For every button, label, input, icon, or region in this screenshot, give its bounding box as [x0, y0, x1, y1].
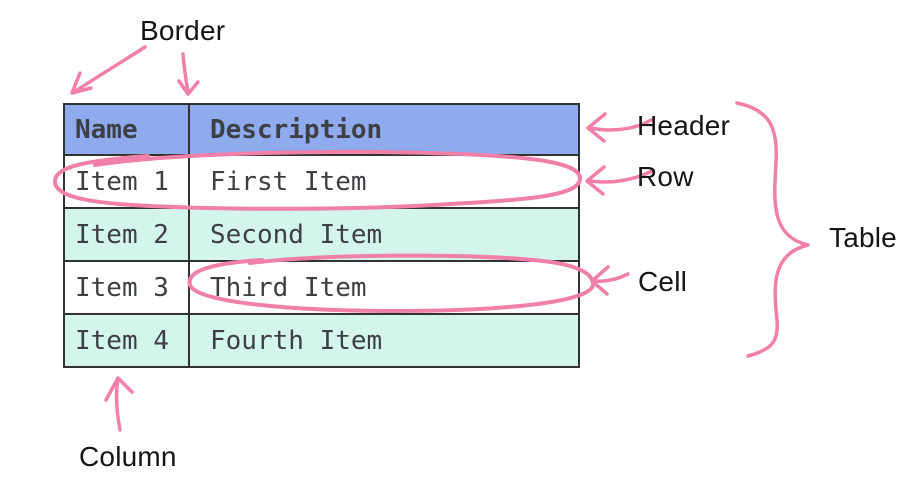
table-header-row: Name Description [63, 103, 580, 156]
column-arrow-icon [104, 376, 134, 432]
table-row: Item 1 First Item [63, 154, 580, 209]
header-label: Header [637, 110, 731, 141]
row-label: Row [637, 161, 694, 192]
table-brace-icon [735, 101, 810, 358]
example-table: Name Description Item 1 First Item Item … [63, 103, 580, 368]
cell-arrow-icon [590, 265, 630, 296]
cell-item-4: Item 4 [63, 313, 190, 368]
header-cell-description: Description [188, 103, 580, 156]
header-cell-name: Name [63, 103, 190, 156]
cell-item-1: Item 1 [63, 154, 190, 209]
column-label: Column [79, 441, 177, 472]
cell-item-2: Item 2 [63, 207, 190, 262]
cell-item-3: Item 3 [63, 260, 190, 315]
border-label: Border [140, 15, 226, 46]
cell-second-item: Second Item [188, 207, 580, 262]
table-row: Item 3 Third Item [63, 260, 580, 315]
cell-label: Cell [638, 266, 688, 297]
cell-third-item: Third Item [188, 260, 580, 315]
border-arrow-long-icon [70, 45, 147, 95]
table-row: Item 4 Fourth Item [63, 313, 580, 368]
border-arrow-short-icon [177, 52, 200, 96]
cell-first-item: First Item [188, 154, 580, 209]
cell-fourth-item: Fourth Item [188, 313, 580, 368]
table-label: Table [829, 222, 897, 253]
table-row: Item 2 Second Item [63, 207, 580, 262]
